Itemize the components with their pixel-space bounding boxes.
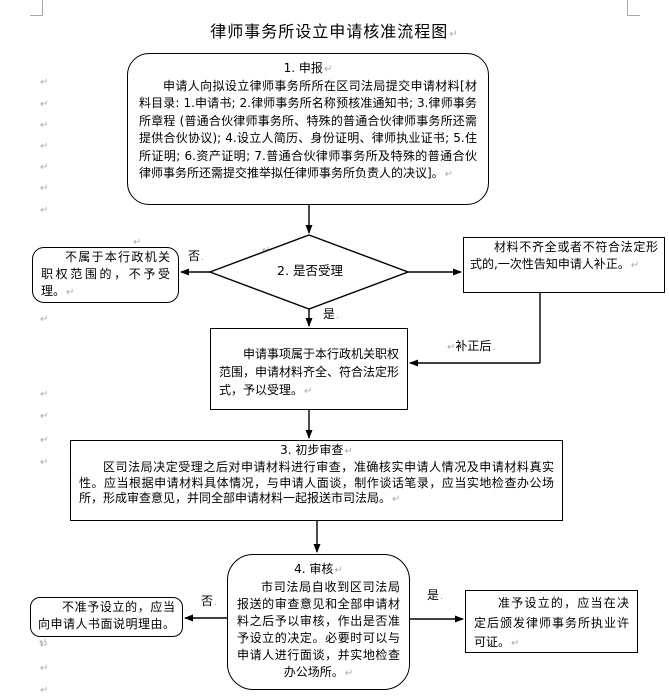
edge-label-yes-top-text: 是 bbox=[323, 307, 336, 321]
return-mark-icon: ↵ bbox=[40, 120, 49, 131]
reject-not-accepted-text: 不属于本行政机关职权范围的，不予受理。 bbox=[41, 250, 170, 298]
return-mark-icon: ↵ bbox=[630, 259, 640, 271]
return-mark-icon: ↵ bbox=[511, 638, 520, 649]
return-mark-icon: ↵ bbox=[40, 389, 49, 400]
return-mark-icon: ↵ bbox=[40, 162, 49, 173]
step1-heading-text: 1. 申报 bbox=[283, 61, 323, 75]
space-mark-icon: . bbox=[201, 252, 205, 263]
return-mark-icon: ↵ bbox=[392, 494, 401, 506]
accept-application-text: 申请事项属于本行政机关职权范围，申请材料齐全、符合法定形式，予以受理。 bbox=[219, 347, 400, 397]
deny-establishment-body: 不准予设立的，应当向申请人书面说明理由。 ↵ bbox=[38, 599, 175, 651]
reject-not-accepted-box: 不属于本行政机关职权范围的，不予受理。↵ bbox=[32, 247, 179, 303]
edge-label-no-top-text: 否 bbox=[188, 249, 201, 263]
return-mark-icon: ↵ bbox=[449, 29, 459, 40]
grant-license-text: 准予设立的，应当在决定后颁发律师事务所执业许可证。 bbox=[474, 596, 629, 649]
return-mark-icon: ↵ bbox=[334, 565, 343, 576]
return-mark-icon: ↵ bbox=[40, 640, 49, 651]
step4-body: 市司法局自收到区司法局报送的审查意见和全部申请材料之后予以审核，作出是否准予设立… bbox=[237, 579, 400, 682]
return-mark-icon: ↵ bbox=[40, 205, 49, 216]
edge-label-after-correction-text: 补正后 bbox=[455, 339, 492, 353]
return-mark-icon: ↵ bbox=[444, 169, 454, 181]
step1-declaration-box: 1. 申报↵ 申请人向拟设立律师事务所所在区司法局提交申请材料[材料目录: 1.… bbox=[127, 53, 489, 205]
deny-establishment-text: 不准予设立的，应当向申请人书面说明理由。 bbox=[38, 600, 175, 631]
grant-license-box: 准予设立的，应当在决定后颁发律师事务所执业许可证。↵ bbox=[465, 590, 638, 653]
decision-label: 2. 是否受理 bbox=[240, 264, 380, 278]
accept-application-body: 申请事项属于本行政机关职权范围，申请材料齐全、符合法定形式，予以受理。↵ bbox=[219, 345, 399, 401]
supplement-materials-body: 材料不齐全或者不符合法定形式的,一次性告知申请人补正。↵ bbox=[470, 239, 658, 274]
supplement-materials-box: 材料不齐全或者不符合法定形式的,一次性告知申请人补正。↵ bbox=[463, 237, 665, 293]
edge-label-no-top: 否. bbox=[188, 250, 204, 264]
edge-label-no-bottom-text: 否 bbox=[201, 594, 214, 608]
return-mark-icon: ↵ bbox=[40, 435, 49, 446]
return-mark-icon: ↵ bbox=[39, 637, 48, 648]
deny-establishment-box: 不准予设立的，应当向申请人书面说明理由。 ↵ bbox=[30, 597, 183, 648]
return-mark-icon: ↵ bbox=[133, 237, 142, 248]
return-mark-icon: ↵ bbox=[40, 99, 49, 110]
return-mark-icon: ↵ bbox=[40, 663, 49, 674]
space-mark-icon: . bbox=[336, 310, 340, 321]
return-mark-icon: ↵ bbox=[40, 183, 49, 194]
return-mark-icon: ↵ bbox=[447, 342, 456, 353]
page-title-text: 律师事务所设立申请核准流程图 bbox=[210, 22, 449, 41]
return-mark-icon: ↵ bbox=[66, 287, 75, 298]
return-mark-icon: ↵ bbox=[344, 446, 353, 457]
edge-label-no-bottom: 否. bbox=[201, 595, 217, 609]
space-mark-icon: . bbox=[492, 342, 496, 353]
crop-mark-top-right-vertical bbox=[627, 0, 628, 15]
edge-label-yes-bottom-text: 是 bbox=[427, 588, 440, 602]
step1-body: 申请人向拟设立律师事务所所在区司法局提交申请材料[材料目录: 1.申请书; 2.… bbox=[139, 78, 477, 183]
crop-mark-top-right-horizontal bbox=[627, 15, 640, 16]
step4-heading: 4. 审核↵ bbox=[237, 561, 400, 579]
return-mark-icon: ↵ bbox=[40, 314, 49, 325]
edge-label-yes-bottom: 是. bbox=[427, 589, 443, 603]
step3-body: 区司法局决定受理之后对申请材料进行审查，准确核实申请人情况及申请材料真实性。应当… bbox=[79, 460, 554, 508]
step3-heading-text: 3. 初步审查 bbox=[280, 443, 344, 457]
crop-mark-top-left-horizontal bbox=[30, 15, 43, 16]
step3-heading: 3. 初步审查↵ bbox=[79, 443, 554, 460]
step1-heading: 1. 申报↵ bbox=[139, 60, 477, 78]
return-mark-icon: ↵ bbox=[304, 386, 313, 397]
edge-label-yes-top: 是. bbox=[323, 308, 339, 322]
grant-license-body: 准予设立的，应当在决定后颁发律师事务所执业许可证。↵ bbox=[474, 594, 629, 654]
step4-examination-box: 4. 审核↵ 市司法局自收到区司法局报送的审查意见和全部申请材料之后予以审核，作… bbox=[227, 554, 410, 690]
space-mark-icon: . bbox=[440, 591, 444, 602]
return-mark-icon: ↵ bbox=[40, 685, 49, 696]
return-mark-icon: ↵ bbox=[344, 668, 354, 679]
edge-label-after-correction: ↵补正后. bbox=[446, 340, 496, 354]
decision-label-text: 2. 是否受理 bbox=[277, 263, 343, 278]
step4-heading-text: 4. 审核 bbox=[294, 562, 334, 576]
return-mark-icon: ↵ bbox=[40, 141, 49, 152]
page-title: 律师事务所设立申请核准流程图↵ bbox=[0, 18, 669, 42]
return-mark-icon: ↵ bbox=[323, 64, 333, 75]
step1-body-text: 申请人向拟设立律师事务所所在区司法局提交申请材料[材料目录: 1.申请书; 2.… bbox=[139, 79, 477, 181]
step4-body-text: 市司法局自收到区司法局报送的审查意见和全部申请材料之后予以审核，作出是否准予设立… bbox=[237, 580, 400, 679]
crop-mark-top-left-vertical bbox=[42, 0, 43, 15]
return-mark-icon: ↵ bbox=[40, 77, 49, 88]
return-mark-icon: ↵ bbox=[40, 457, 49, 468]
step3-preliminary-review-box: 3. 初步审查↵ 区司法局决定受理之后对申请材料进行审查，准确核实申请人情况及申… bbox=[70, 440, 563, 521]
return-mark-icon: ↵ bbox=[40, 411, 49, 422]
accept-application-box: 申请事项属于本行政机关职权范围，申请材料齐全、符合法定形式，予以受理。↵ bbox=[210, 328, 408, 410]
supplement-materials-text: 材料不齐全或者不符合法定形式的,一次性告知申请人补正。 bbox=[470, 240, 658, 271]
reject-not-accepted-body: 不属于本行政机关职权范围的，不予受理。↵ bbox=[41, 249, 170, 301]
step3-body-text: 区司法局决定受理之后对申请材料进行审查，准确核实申请人情况及申请材料真实性。应当… bbox=[79, 459, 554, 506]
space-mark-icon: . bbox=[214, 597, 218, 608]
